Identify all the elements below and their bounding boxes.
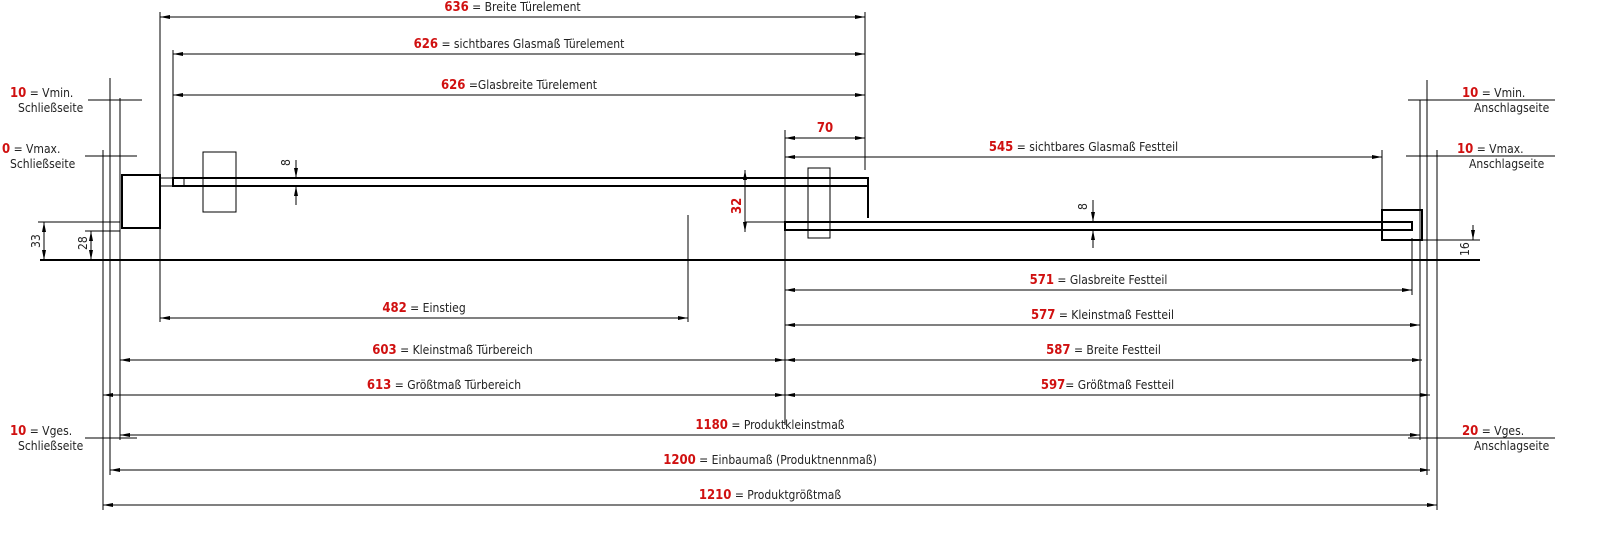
- side-note-sub: Anschlagseite: [1469, 157, 1545, 171]
- dimension-value: 482: [382, 301, 406, 316]
- dimension-value: 70: [817, 121, 833, 136]
- dim-8-door: 8: [279, 159, 293, 166]
- side-note: 10 = Vmin.Schließseite: [10, 86, 142, 115]
- side-note-sub: Schließseite: [10, 157, 76, 171]
- dimension-line: 571 = Glasbreite Festteil: [785, 273, 1412, 292]
- dimension-text: = Kleinstmaß Festteil: [1055, 308, 1174, 322]
- dimension-value: 597: [1041, 378, 1065, 393]
- dimension-value: 1210: [699, 488, 732, 503]
- dimension-text: = Größtmaß Festteil: [1065, 378, 1174, 392]
- dimension-line: 597= Größtmaß Festteil: [785, 378, 1430, 397]
- dimension-value: 587: [1046, 343, 1070, 358]
- geometry: [38, 12, 1480, 510]
- side-note-label: 10 = Vmin.: [10, 86, 73, 101]
- dimension-line: 626 = sichtbares Glasmaß Türelement: [173, 37, 865, 56]
- dimension-label: 587 = Breite Festteil: [1046, 343, 1161, 358]
- dimension-text: =Glasbreite Türelement: [465, 78, 597, 92]
- dimension-label: 636 = Breite Türelement: [444, 0, 580, 15]
- side-note-text: = Vges.: [1478, 424, 1524, 438]
- side-note-text: = Vmin.: [26, 86, 73, 100]
- side-note-value: 20: [1462, 424, 1478, 439]
- side-note: 0 = Vmax.Schließseite: [2, 142, 137, 171]
- side-note-text: = Vmax.: [10, 142, 60, 156]
- dimension-label: 70: [817, 121, 833, 136]
- dimension-text: = sichtbares Glasmaß Festteil: [1013, 140, 1178, 154]
- side-note-label: 10 = Vmax.: [1457, 142, 1524, 157]
- dimension-line: 1200 = Einbaumaß (Produktnennmaß): [110, 453, 1430, 472]
- dimension-line: 626 =Glasbreite Türelement: [173, 78, 865, 97]
- side-note: 10 = Vmin.Anschlagseite: [1408, 86, 1555, 115]
- dimension-line: 613 = Größtmaß Türbereich: [103, 378, 785, 397]
- dimension-value: 626: [414, 37, 438, 52]
- dimension-value: 603: [372, 343, 396, 358]
- side-note-text: = Vges.: [26, 424, 72, 438]
- dimension-label: 571 = Glasbreite Festteil: [1030, 273, 1168, 288]
- dim-8-fixed: 8: [1076, 203, 1090, 210]
- dimension-text: = Produktkleinstmaß: [728, 418, 845, 432]
- dimension-line: 482 = Einstieg: [160, 301, 688, 320]
- dimension-label: 626 = sichtbares Glasmaß Türelement: [414, 37, 625, 52]
- dimension-text: = Einbaumaß (Produktnennmaß): [696, 453, 877, 467]
- dimension-text: = Breite Türelement: [469, 0, 581, 14]
- dimension-text: = Glasbreite Festteil: [1054, 273, 1167, 287]
- dimension-label: 603 = Kleinstmaß Türbereich: [372, 343, 532, 358]
- side-note-value: 10: [1457, 142, 1473, 157]
- dimension-line: 1180 = Produktkleinstmaß: [120, 418, 1420, 437]
- dimension-line: 1210 = Produktgrößtmaß: [103, 488, 1437, 507]
- dim-33: 33: [29, 234, 43, 248]
- dimension-line: 70: [785, 121, 865, 140]
- dimension-text: = Produktgrößtmaß: [731, 488, 841, 502]
- dimension-text: = Größtmaß Türbereich: [391, 378, 521, 392]
- side-note-sub: Anschlagseite: [1474, 101, 1550, 115]
- dimension-value: 636: [444, 0, 468, 15]
- side-note: 10 = Vges.Schließseite: [10, 424, 137, 453]
- dimension-value: 545: [989, 140, 1013, 155]
- dimension-value: 577: [1031, 308, 1055, 323]
- side-note-value: 10: [10, 424, 26, 439]
- side-note-label: 20 = Vges.: [1462, 424, 1524, 439]
- dimension-value: 613: [367, 378, 391, 393]
- dimension-text: = Breite Festteil: [1071, 343, 1161, 357]
- dimension-line: 603 = Kleinstmaß Türbereich: [120, 343, 785, 362]
- side-note: 10 = Vmax.Anschlagseite: [1406, 142, 1555, 171]
- dimension-label: 1210 = Produktgrößtmaß: [699, 488, 842, 503]
- dimension-label: 545 = sichtbares Glasmaß Festteil: [989, 140, 1178, 155]
- dimension-text: = Kleinstmaß Türbereich: [397, 343, 533, 357]
- dim-28: 28: [76, 236, 90, 250]
- dimension-label: 597= Größtmaß Festteil: [1041, 378, 1174, 393]
- dimension-value: 1180: [695, 418, 728, 433]
- dimension-line: 577 = Kleinstmaß Festteil: [785, 308, 1420, 327]
- dimension-text: = Einstieg: [407, 301, 466, 315]
- side-note-value: 10: [10, 86, 26, 101]
- dim-16: 16: [1458, 242, 1472, 256]
- side-note-value: 0: [2, 142, 10, 157]
- dimension-label: 482 = Einstieg: [382, 301, 465, 316]
- side-note-label: 10 = Vmin.: [1462, 86, 1525, 101]
- dimension-text: = sichtbares Glasmaß Türelement: [438, 37, 624, 51]
- dimension-label: 577 = Kleinstmaß Festteil: [1031, 308, 1174, 323]
- dimension-line: 636 = Breite Türelement: [160, 0, 865, 19]
- side-note-text: = Vmax.: [1473, 142, 1523, 156]
- dimension-value: 626: [441, 78, 465, 93]
- side-note-sub: Schließseite: [18, 101, 84, 115]
- side-note: 20 = Vges.Anschlagseite: [1408, 424, 1555, 453]
- dimension-label: 1180 = Produktkleinstmaß: [695, 418, 844, 433]
- side-note-sub: Schließseite: [18, 439, 84, 453]
- side-note-text: = Vmin.: [1478, 86, 1525, 100]
- dimension-label: 613 = Größtmaß Türbereich: [367, 378, 521, 393]
- dimension-label: 626 =Glasbreite Türelement: [441, 78, 597, 93]
- dimension-line: 587 = Breite Festteil: [785, 343, 1422, 362]
- dimension-line: 545 = sichtbares Glasmaß Festteil: [785, 140, 1382, 159]
- dimension-value: 1200: [663, 453, 696, 468]
- side-note-sub: Anschlagseite: [1474, 439, 1550, 453]
- side-note-label: 0 = Vmax.: [2, 142, 60, 157]
- dim-32: 32: [730, 198, 745, 214]
- dimension-label: 1200 = Einbaumaß (Produktnennmaß): [663, 453, 877, 468]
- side-note-value: 10: [1462, 86, 1478, 101]
- dimension-value: 571: [1030, 273, 1054, 288]
- side-note-label: 10 = Vges.: [10, 424, 72, 439]
- small-dim-labels: 8 8 33 28 32 16: [29, 159, 1472, 256]
